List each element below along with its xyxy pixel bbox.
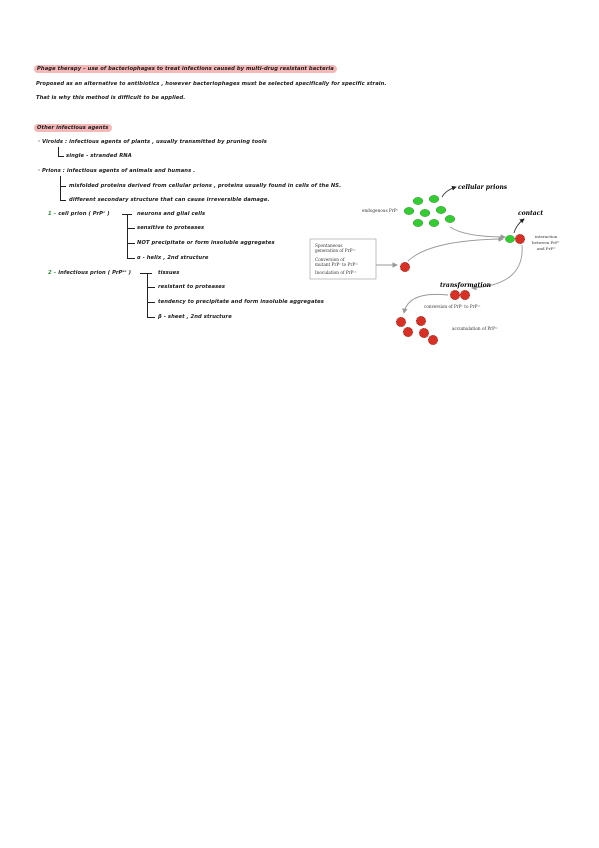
- bracket-line: [58, 147, 59, 157]
- cellular-prions-label: cellular prions: [458, 184, 508, 191]
- arrow-icon: [449, 226, 506, 240]
- arrow-icon: [441, 185, 457, 198]
- contact-label: contact: [518, 210, 543, 217]
- tree-line: [127, 228, 135, 229]
- viroids-line: · Viroids : infectious agents of plants …: [38, 139, 267, 145]
- green-prion: [505, 235, 515, 243]
- prions-sub-2: different secondary structure that can c…: [69, 197, 270, 203]
- viroids-sub: single - stranded RNA: [66, 153, 132, 159]
- tree-line: [127, 258, 135, 259]
- tree-line: [147, 287, 155, 288]
- other-heading: Other infectious agents: [34, 124, 112, 132]
- inf-prion-item: β - sheet , 2nd structure: [158, 314, 232, 320]
- phage-line-2: Proposed as an alternative to antibiotic…: [36, 81, 387, 87]
- tree-line: [147, 302, 155, 303]
- endogenous-label: endogenous PrPᶜ: [362, 208, 399, 213]
- tree-line: [147, 317, 155, 318]
- interaction-label: between PrPᶜ: [532, 240, 560, 245]
- source-box-text: mutant PrPᶜ to PrPˢᶜ: [315, 262, 359, 267]
- tree-line: [127, 214, 128, 258]
- arrow-icon: [513, 218, 525, 234]
- tree-line: [147, 273, 148, 317]
- source-box-text: Spontaneous: [315, 243, 343, 248]
- interaction-label: and PrPˢᶜ: [537, 246, 556, 251]
- cell-prion-item: NOT precipitate or form insoluble aggreg…: [137, 240, 275, 246]
- interaction-label: interaction: [535, 234, 558, 239]
- cell-prion-label: 1 – cell prion ( PrPᶜ ): [48, 211, 110, 217]
- red-prion: [514, 234, 525, 245]
- phage-line-3: That is why this method is difficult to …: [36, 95, 186, 101]
- red-prion: [449, 290, 460, 301]
- source-box-text: generation of PrPˢᶜ: [315, 248, 356, 253]
- inf-prion-item: tissues: [158, 270, 180, 276]
- tree-line: [140, 273, 152, 274]
- arrow-icon: [402, 293, 449, 314]
- source-box: [309, 238, 377, 280]
- transformation-label: transformation: [440, 282, 491, 289]
- cell-prion-item: neurons and glial cells: [137, 211, 206, 217]
- accumulation-label: accumulation of PrPˢᶜ: [452, 326, 498, 331]
- source-box-text: Inoculation of PrPˢᶜ: [315, 270, 357, 275]
- bracket-line: [60, 176, 61, 200]
- cell-prion-item: sensitive to proteases: [137, 225, 205, 231]
- tree-line: [127, 243, 135, 244]
- inf-prion-item: resistant to proteases: [158, 284, 226, 290]
- inf-prion-item: tendency to precipitate and form insolub…: [158, 299, 324, 305]
- source-box-text: Conversion of: [315, 257, 345, 262]
- arrow-icon: [407, 236, 504, 262]
- red-prion: [459, 290, 470, 301]
- bracket-line: [58, 156, 64, 157]
- cell-prion-item: α - helix , 2nd structure: [137, 255, 209, 261]
- green-prion-cluster: [403, 195, 456, 227]
- red-prion-cluster: [396, 315, 438, 345]
- prions-sub-1: misfolded proteins derived from cellular…: [69, 183, 342, 189]
- prion-diagram: cellular prions endogenous PrPᶜ contact …: [309, 184, 560, 345]
- red-prion: [400, 262, 411, 273]
- prions-line: · Prions : infectious agents of animals …: [38, 168, 196, 174]
- arrow-icon: [471, 244, 523, 291]
- inf-prion-label: 2 – infectious prion ( PrPˢᶜ ): [48, 270, 132, 276]
- conversion-label: conversion of PrPᶜ to PrPˢᶜ: [424, 304, 481, 309]
- bracket-line: [60, 186, 66, 187]
- phage-heading: Phage therapy – use of bacteriophages to…: [34, 65, 337, 73]
- bracket-line: [60, 200, 66, 201]
